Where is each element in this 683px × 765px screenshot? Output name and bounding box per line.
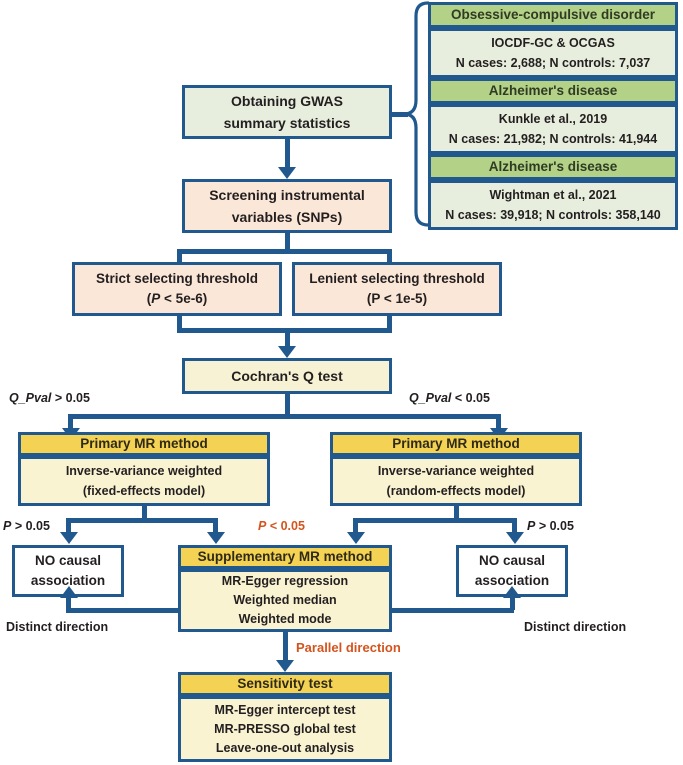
- step-primary-mr-left-header: Primary MR method: [18, 432, 270, 456]
- step-strict-threshold: Strict selecting threshold (P < 5e-6): [72, 262, 282, 316]
- edge-gwas-to-screening: [284, 139, 290, 169]
- edge-primary-left-down: [141, 506, 147, 520]
- step-sensitivity-test-body: MR-Egger intercept test MR-PRESSO global…: [178, 696, 392, 762]
- step-sensitivity-test-header: Sensitivity test: [178, 672, 392, 696]
- strict-threshold-pvalue: (P < 5e-6): [146, 291, 208, 306]
- arrowhead-up-nocausal-right: [503, 586, 521, 598]
- edge-cochran-down: [284, 394, 290, 416]
- edge-supp-to-nocausal-left: [66, 608, 180, 613]
- edge-primary-right-down: [453, 506, 459, 520]
- dataset-1-disease-header: Alzheimer's disease: [428, 78, 678, 104]
- step-primary-mr-right-body: Inverse-variance weighted (random-effect…: [330, 456, 582, 506]
- step-lenient-threshold: Lenient selecting threshold (P < 1e-5): [292, 262, 502, 316]
- arrowhead-to-supp-right: [346, 532, 365, 544]
- edge-to-strict: [177, 249, 182, 263]
- edge-primary-left-split: [66, 518, 218, 523]
- step-primary-mr-right-header: Primary MR method: [330, 432, 582, 456]
- edge-primary-left-to-nocausal: [66, 518, 71, 534]
- dataset-2-disease-header: Alzheimer's disease: [428, 154, 678, 180]
- edge-screening-down: [284, 233, 290, 251]
- arrowhead-gwas-to-screening: [278, 167, 296, 179]
- edge-nocausal-left-riser: [66, 598, 71, 610]
- step-obtaining-gwas: Obtaining GWAS summary statistics: [182, 85, 392, 139]
- arrowhead-to-supp-left: [206, 532, 225, 544]
- edge-screening-split: [177, 249, 392, 254]
- arrowhead-to-sensitivity: [276, 660, 294, 672]
- arrowhead-to-nocausal-right: [505, 532, 524, 544]
- edge-primary-right-split: [353, 518, 517, 523]
- step-screening-snps: Screening instrumental variables (SNPs): [182, 179, 392, 233]
- step-supplementary-mr-header: Supplementary MR method: [178, 545, 392, 569]
- brace-stem: [392, 112, 408, 117]
- label-q-pval-less: Q_Pval < 0.05: [409, 391, 490, 405]
- edge-supp-to-sensitivity: [282, 632, 288, 662]
- edge-cochran-split: [68, 414, 501, 419]
- dataset-2-detail: Wightman et al., 2021 N cases: 39,918; N…: [428, 180, 678, 230]
- label-q-pval-greater: Q_Pval > 0.05: [9, 391, 90, 405]
- edge-to-lenient: [387, 249, 392, 263]
- step-supplementary-mr-body: MR-Egger regression Weighted median Weig…: [178, 569, 392, 632]
- arrowhead-up-nocausal-left: [59, 586, 78, 598]
- label-distinct-direction-right: Distinct direction: [524, 620, 627, 634]
- step-primary-mr-left-body: Inverse-variance weighted (fixed-effects…: [18, 456, 270, 506]
- label-distinct-direction-left: Distinct direction: [6, 620, 109, 634]
- edge-nocausal-right-riser: [509, 598, 515, 610]
- edge-primary-left-to-supp: [213, 518, 218, 534]
- dataset-0-detail: IOCDF-GC & OCGAS N cases: 2,688; N contr…: [428, 28, 678, 78]
- label-p-greater-left: P > 0.05: [3, 519, 50, 533]
- label-p-greater-right: P > 0.05: [527, 519, 574, 533]
- edge-to-primary-left: [68, 414, 73, 431]
- outcome-no-causal-right: NO causal association: [456, 545, 568, 597]
- edge-strict-down: [177, 316, 182, 330]
- edge-primary-right-to-supp: [353, 518, 358, 534]
- edge-supp-to-nocausal-right: [390, 608, 514, 613]
- dataset-0-disease-header: Obsessive-compulsive disorder: [428, 2, 678, 28]
- edge-merge-to-cochran: [284, 328, 290, 348]
- edge-lenient-down: [387, 316, 392, 330]
- step-cochran-q-test: Cochran's Q test: [182, 358, 392, 394]
- edge-to-primary-right: [496, 414, 501, 431]
- dataset-1-detail: Kunkle et al., 2019 N cases: 21,982; N c…: [428, 104, 678, 154]
- edge-primary-right-to-nocausal: [512, 518, 517, 534]
- arrowhead-to-cochran: [278, 346, 296, 358]
- label-parallel-direction: Parallel direction: [296, 640, 401, 655]
- arrowhead-to-nocausal-left: [59, 532, 78, 544]
- label-p-less-center: P < 0.05: [258, 519, 305, 533]
